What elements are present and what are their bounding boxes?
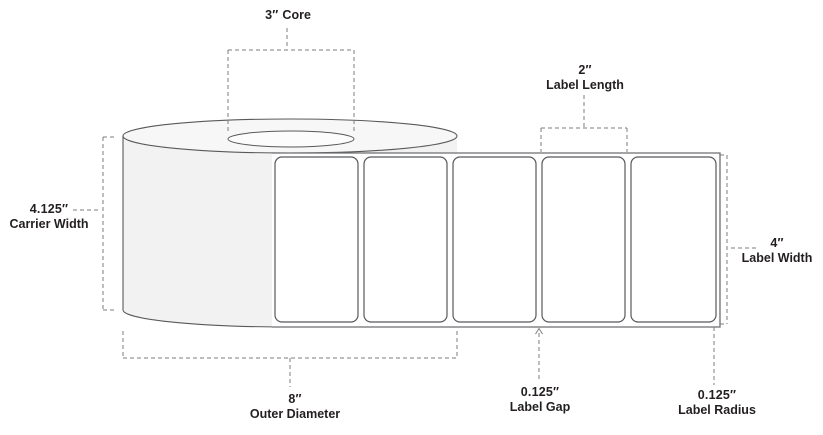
carrier-width-value: 4.125″ [29, 202, 69, 216]
label-radius-annotation: 0.125″ Label Radius [678, 388, 756, 418]
core-hole-ellipse [227, 130, 355, 148]
label-length-dimension-lines [540, 95, 628, 152]
outer-diameter-dimension-lines [122, 331, 458, 387]
carrier-width-dimension-lines [73, 136, 117, 311]
label-width-dimension-lines [720, 154, 758, 325]
liner-strip-border [272, 152, 721, 328]
carrier-width-annotation: 4.125″ Carrier Width [9, 202, 88, 232]
label-rect [363, 156, 448, 323]
label-gap-arrow-icon [535, 327, 543, 335]
label-radius-label: Label Radius [678, 403, 756, 417]
label-length-label: Label Length [546, 78, 624, 92]
label-radius-value: 0.125″ [697, 388, 737, 402]
label-gap-value: 0.125″ [520, 385, 560, 399]
outer-diameter-value: 8″ [288, 392, 302, 406]
label-row [274, 156, 717, 323]
label-rect [541, 156, 626, 323]
outer-diameter-label: Outer Diameter [249, 407, 341, 421]
core-value: 3″ [265, 8, 279, 22]
label-gap-label: Label Gap [509, 400, 571, 414]
label-gap-annotation: 0.125″ Label Gap [510, 385, 570, 415]
label-width-label: Label Width [741, 251, 813, 265]
label-width-value: 4″ [770, 236, 784, 250]
label-rect [452, 156, 537, 323]
core-label: Core [282, 8, 311, 22]
core-dimension-lines [227, 28, 355, 133]
label-rect [630, 156, 717, 323]
carrier-width-label: Carrier Width [9, 217, 89, 231]
outer-diameter-annotation: 8″ Outer Diameter [250, 392, 340, 422]
label-rect [274, 156, 359, 323]
core-annotation: 3″ Core [265, 8, 311, 23]
label-length-value: 2″ [578, 63, 592, 77]
label-width-annotation: 4″ Label Width [742, 236, 813, 266]
label-length-annotation: 2″ Label Length [546, 63, 624, 93]
